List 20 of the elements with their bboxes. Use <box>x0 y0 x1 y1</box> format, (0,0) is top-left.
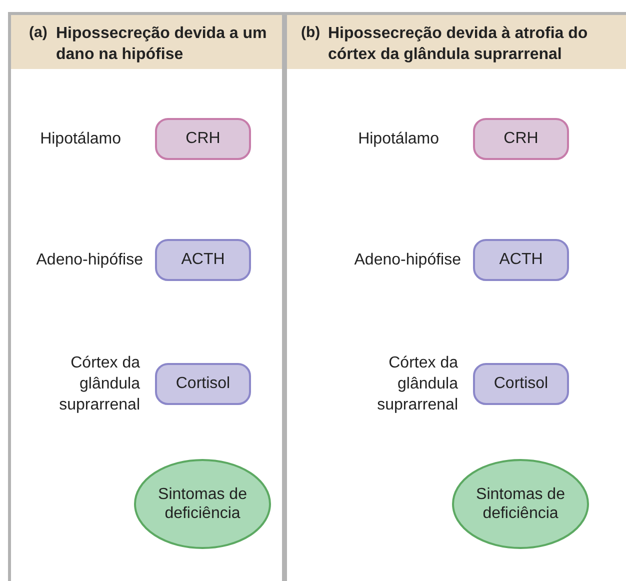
panel-label: (a) <box>29 24 48 41</box>
hormone-box: Cortisol <box>155 363 251 405</box>
organ-label: Hipotálamo <box>40 130 121 150</box>
panel <box>8 12 285 581</box>
organ-label: Adeno-hipófise <box>354 250 461 270</box>
panel-title: Hipossecreção devida a um dano na hipófise <box>56 24 268 65</box>
organ-label: Córtex da glândula suprarrenal <box>58 354 140 416</box>
hormone-box: CRH <box>155 118 251 160</box>
ellipse-node: Sintomas de deficiência <box>452 459 589 549</box>
panel-title: Hipossecreção devida à atrofia do córtex da glândula suprarrenal <box>328 24 589 65</box>
hormone-box: Cortisol <box>473 363 569 405</box>
ellipse-node: Sintomas de deficiência <box>134 459 271 549</box>
hormone-box: ACTH <box>155 239 251 281</box>
hormone-box: CRH <box>473 118 569 160</box>
panel-label: (b) <box>301 24 320 41</box>
organ-label: Adeno-hipófise <box>36 250 143 270</box>
organ-label: Córtex da glândula suprarrenal <box>376 354 458 416</box>
hormone-box: ACTH <box>473 239 569 281</box>
panel <box>284 12 626 581</box>
organ-label: Hipotálamo <box>358 130 439 150</box>
